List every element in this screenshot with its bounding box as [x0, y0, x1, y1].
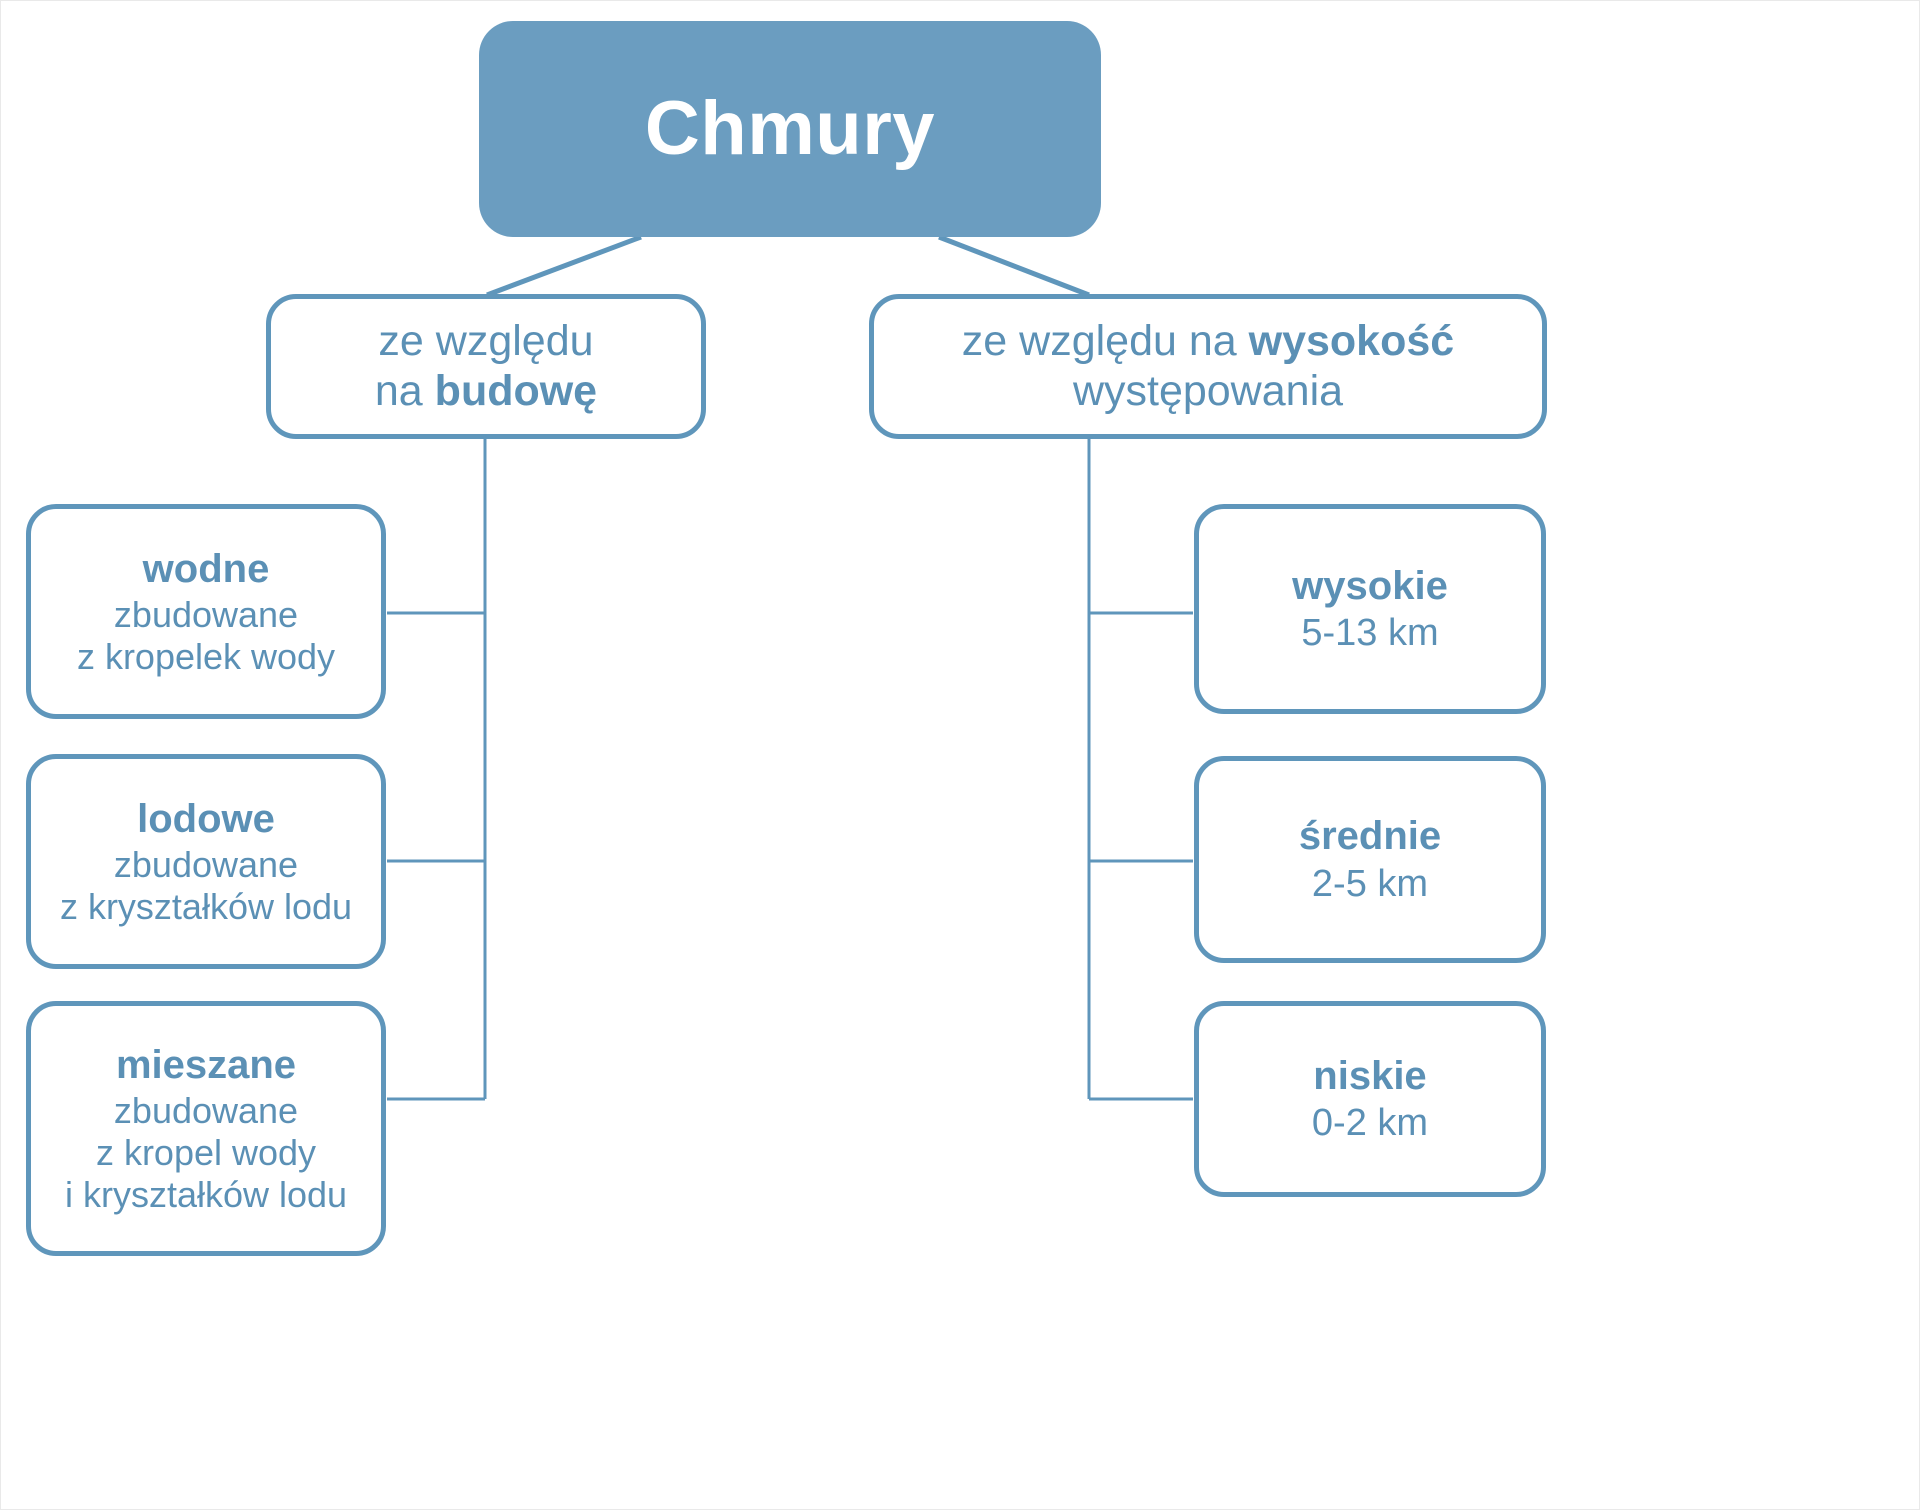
- branch-wysokosc-line1: ze względu na wysokość: [962, 317, 1454, 367]
- leaf-node-srednie[interactable]: średnie 2-5 km: [1194, 756, 1546, 963]
- root-label: Chmury: [644, 86, 936, 172]
- leaf-mieszane-line-1: zbudowane: [113, 1090, 299, 1132]
- leaf-node-wodne[interactable]: wodne zbudowane z kropelek wody: [26, 504, 386, 719]
- branch-node-wysokosc[interactable]: ze względu na wysokość występowania: [869, 294, 1547, 439]
- leaf-wodne-head: wodne: [142, 546, 270, 591]
- leaf-node-niskie[interactable]: niskie 0-2 km: [1194, 1001, 1546, 1197]
- leaf-wodne-line-2: z kropelek wody: [76, 635, 336, 677]
- leaf-mieszane-line-2: z kropel wody: [95, 1131, 317, 1173]
- leaf-srednie-line-1: 2-5 km: [1311, 862, 1429, 905]
- leaf-lodowe-line-1: zbudowane: [113, 843, 299, 885]
- leaf-wysokie-line-1: 5-13 km: [1301, 612, 1439, 655]
- leaf-node-lodowe[interactable]: lodowe zbudowane z kryształków lodu: [26, 754, 386, 969]
- leaf-mieszane-line-3: i kryształków lodu: [64, 1173, 348, 1215]
- branch-budowa-line1: ze względu: [378, 316, 594, 365]
- leaf-srednie-head: średnie: [1298, 814, 1442, 859]
- branch-budowa-line2: na budowę: [375, 367, 597, 417]
- edge-root-to-wysokosc: [938, 234, 1090, 298]
- leaf-wodne-line-1: zbudowane: [113, 593, 299, 635]
- root-node-chmury[interactable]: Chmury: [479, 21, 1101, 237]
- leaf-niskie-head: niskie: [1313, 1053, 1427, 1098]
- branch-wysokosc-line1-plain: ze względu na: [961, 316, 1249, 365]
- leaf-mieszane-head: mieszane: [115, 1042, 297, 1087]
- leaf-node-mieszane[interactable]: mieszane zbudowane z kropel wody i krysz…: [26, 1001, 386, 1256]
- leaf-lodowe-head: lodowe: [137, 796, 275, 841]
- leaf-wysokie-head: wysokie: [1292, 563, 1448, 608]
- branch-wysokosc-line1-bold: wysokość: [1248, 316, 1455, 365]
- leaf-lodowe-line-2: z kryształków lodu: [59, 885, 353, 927]
- leaf-niskie-line-1: 0-2 km: [1311, 1102, 1429, 1145]
- branch-wysokosc-line2: występowania: [1072, 366, 1344, 415]
- edge-root-to-budowa: [486, 234, 642, 298]
- branch-node-budowa[interactable]: ze względu na budowę: [266, 294, 706, 439]
- branch-budowa-line2-bold: budowę: [434, 366, 598, 415]
- branch-budowa-line2-plain: na: [374, 366, 435, 415]
- leaf-node-wysokie[interactable]: wysokie 5-13 km: [1194, 504, 1546, 714]
